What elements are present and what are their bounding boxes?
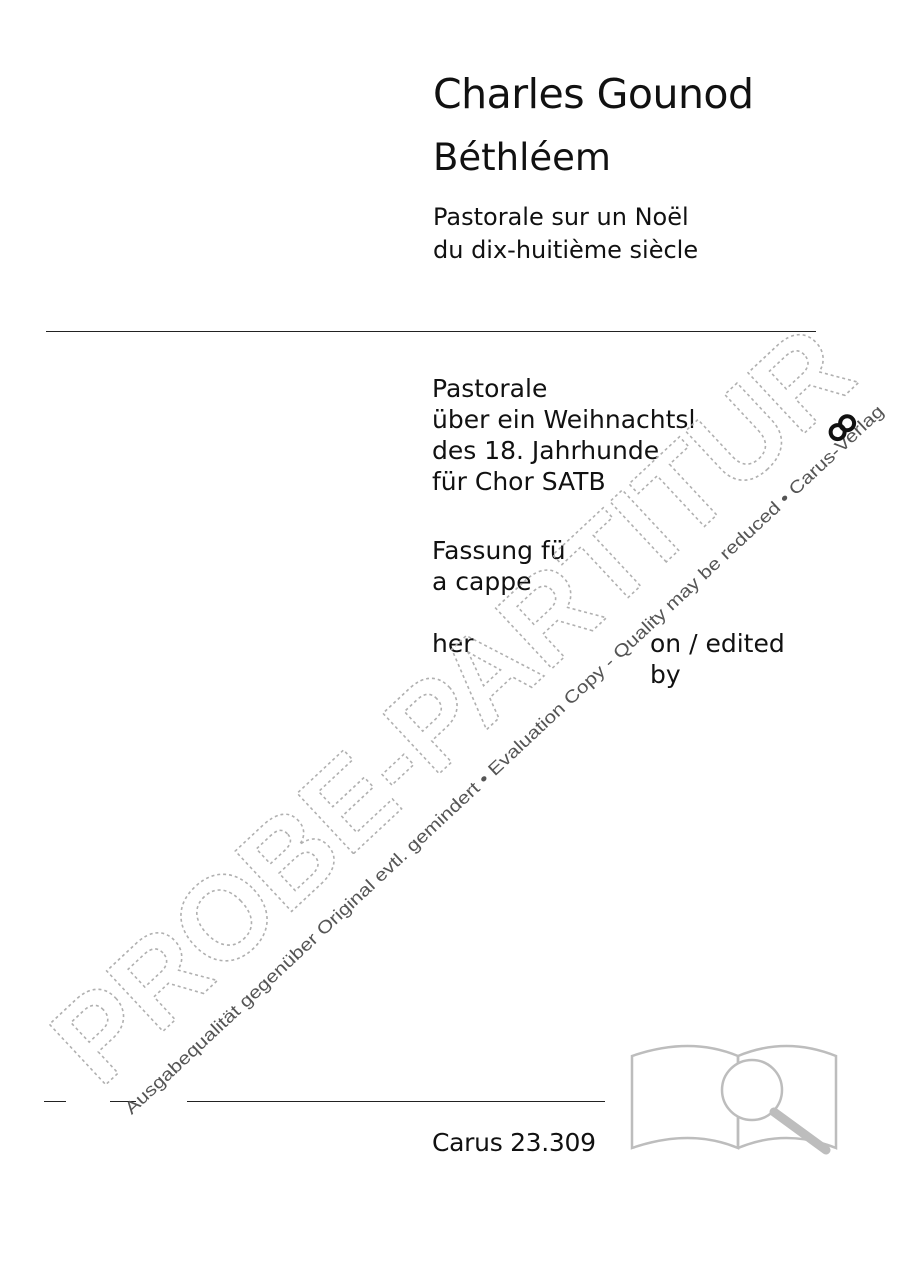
bottom-divider (187, 1101, 605, 1102)
watermark-notice-text: Ausgabequalität gegenüber Original evtl.… (121, 401, 888, 1118)
work-title: Béthléem (433, 136, 611, 179)
description-line: für Chor SATB (432, 467, 606, 496)
description-line: a cappe (432, 567, 532, 596)
book-magnifier-icon (630, 1044, 838, 1155)
bottom-divider-dash (110, 1101, 136, 1102)
description-line: Fassung fü (432, 536, 566, 565)
bottom-divider-dash (44, 1101, 66, 1102)
composer-name: Charles Gounod (433, 70, 754, 118)
catalog-number: Carus 23.309 (432, 1128, 596, 1157)
carus-logo (828, 414, 857, 442)
editor-prefix: her (432, 629, 474, 658)
subtitle-line: du dix-huitième siècle (433, 236, 699, 264)
editor-credit: her on / edited by (432, 628, 822, 689)
version-description: Fassung fü a cappe (432, 535, 566, 597)
german-description: Pastorale über ein Weihnachtsl des 18. J… (432, 373, 695, 497)
subtitle-line: Pastorale sur un Noël (433, 203, 689, 231)
subtitle: Pastorale sur un Noël du dix-huitième si… (433, 201, 698, 267)
top-divider (46, 331, 816, 332)
description-line: Pastorale (432, 374, 548, 403)
editor-suffix: on / edited by (650, 629, 785, 689)
description-line: des 18. Jahrhunde (432, 436, 660, 465)
description-line: über ein Weihnachtsl (432, 405, 696, 434)
